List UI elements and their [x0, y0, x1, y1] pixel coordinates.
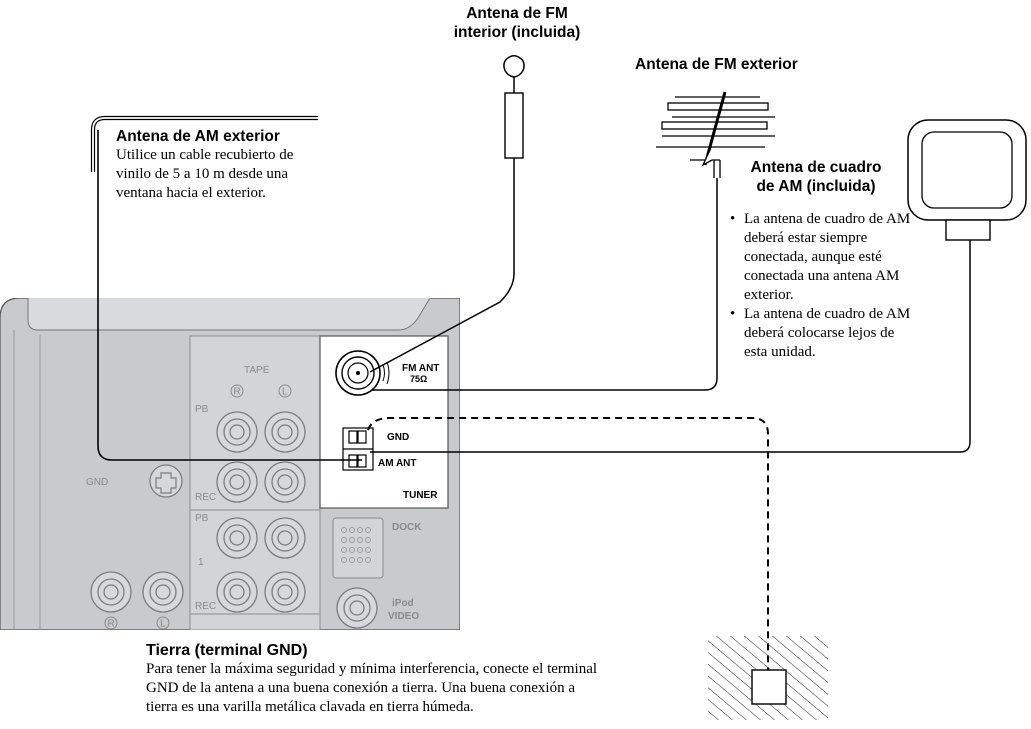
tape-label: TAPE [244, 365, 270, 376]
rec-label-2: REC [195, 601, 216, 612]
am-outdoor-desc-line1: Utilice un cable recubierto de [116, 147, 294, 163]
fm-indoor-title-line1: Antena de FM [466, 5, 568, 22]
earth-ground-icon [708, 636, 828, 720]
fm-outdoor-antenna-icon [656, 91, 775, 178]
am-loop-title-line1: Antena de cuadro [750, 159, 882, 176]
fm-ohm-label: 75Ω [410, 374, 427, 384]
pb-label-2: PB [195, 513, 209, 524]
gnd-terminal-label: GND [387, 432, 409, 443]
fm-indoor-cable [369, 158, 515, 373]
pb-label: PB [195, 404, 209, 415]
ground-wire [367, 417, 769, 680]
svg-text:L: L [160, 619, 166, 630]
am-outdoor-title: Antena de AM exterior [116, 128, 280, 145]
fm-antenna-jack [335, 350, 390, 396]
am-outdoor-desc-line3: ventana hacia el exterior. [116, 185, 266, 201]
tuner-label: TUNER [403, 490, 438, 501]
gnd-screw-icon [149, 464, 183, 498]
am-loop-title-line2: de AM (incluida) [756, 178, 876, 195]
svg-text:R: R [234, 387, 241, 398]
input-1-label: 1 [198, 557, 204, 568]
am-outdoor-block: Antena de AM exterior Utilice un cable r… [116, 127, 356, 203]
ground-desc-line2: GND de la antena a una buena conexión a … [146, 680, 575, 696]
r-mark-bottom: R [104, 616, 118, 630]
svg-text:L: L [282, 387, 288, 398]
am-ant-terminal-label: AM ANT [378, 458, 417, 469]
fm-outdoor-title: Antena de FM exterior [635, 56, 798, 73]
ground-block: Tierra (terminal GND) Para tener la máxi… [146, 641, 706, 717]
video-label: VIDEO [388, 611, 419, 622]
ipod-label: iPod [392, 598, 414, 609]
r-mark-top: R [230, 384, 244, 398]
fm-indoor-antenna-icon [503, 55, 525, 159]
rca-jacks [90, 411, 378, 629]
rec-label: REC [195, 492, 216, 503]
dock-label: DOCK [392, 522, 422, 533]
fm-ant-label: FM ANT [402, 363, 439, 374]
am-loop-note-2: La antena de cuadro de AM deberá colocar… [730, 305, 970, 362]
am-outdoor-desc-line2: vinilo de 5 a 10 m desde una [116, 166, 289, 182]
am-loop-notes: La antena de cuadro de AM deberá estar s… [730, 210, 970, 362]
am-loop-cable [370, 240, 971, 453]
am-loop-note-1: La antena de cuadro de AM deberá estar s… [730, 210, 970, 305]
panel-gnd-label: GND [86, 477, 108, 488]
fm-outdoor-cable [372, 178, 718, 391]
dock-pins [341, 527, 371, 563]
l-mark-top: L [278, 384, 292, 398]
fm-indoor-title-line2: interior (incluida) [453, 24, 581, 41]
ground-title: Tierra (terminal GND) [146, 642, 308, 659]
am-loop-title: Antena de cuadro de AM (incluida) [726, 158, 906, 196]
fm-indoor-title: Antena de FM interior (incluida) [432, 4, 602, 42]
svg-text:R: R [108, 619, 115, 630]
am-outdoor-wire [97, 130, 362, 461]
am-terminal-block [342, 427, 374, 471]
ground-desc-line3: tierra es una varilla metálica clavada e… [146, 699, 474, 715]
ground-desc-line1: Para tener la máxima seguridad y mínima … [146, 661, 598, 677]
l-mark-bottom: L [156, 616, 170, 630]
am-loop-antenna-icon [907, 119, 1027, 241]
